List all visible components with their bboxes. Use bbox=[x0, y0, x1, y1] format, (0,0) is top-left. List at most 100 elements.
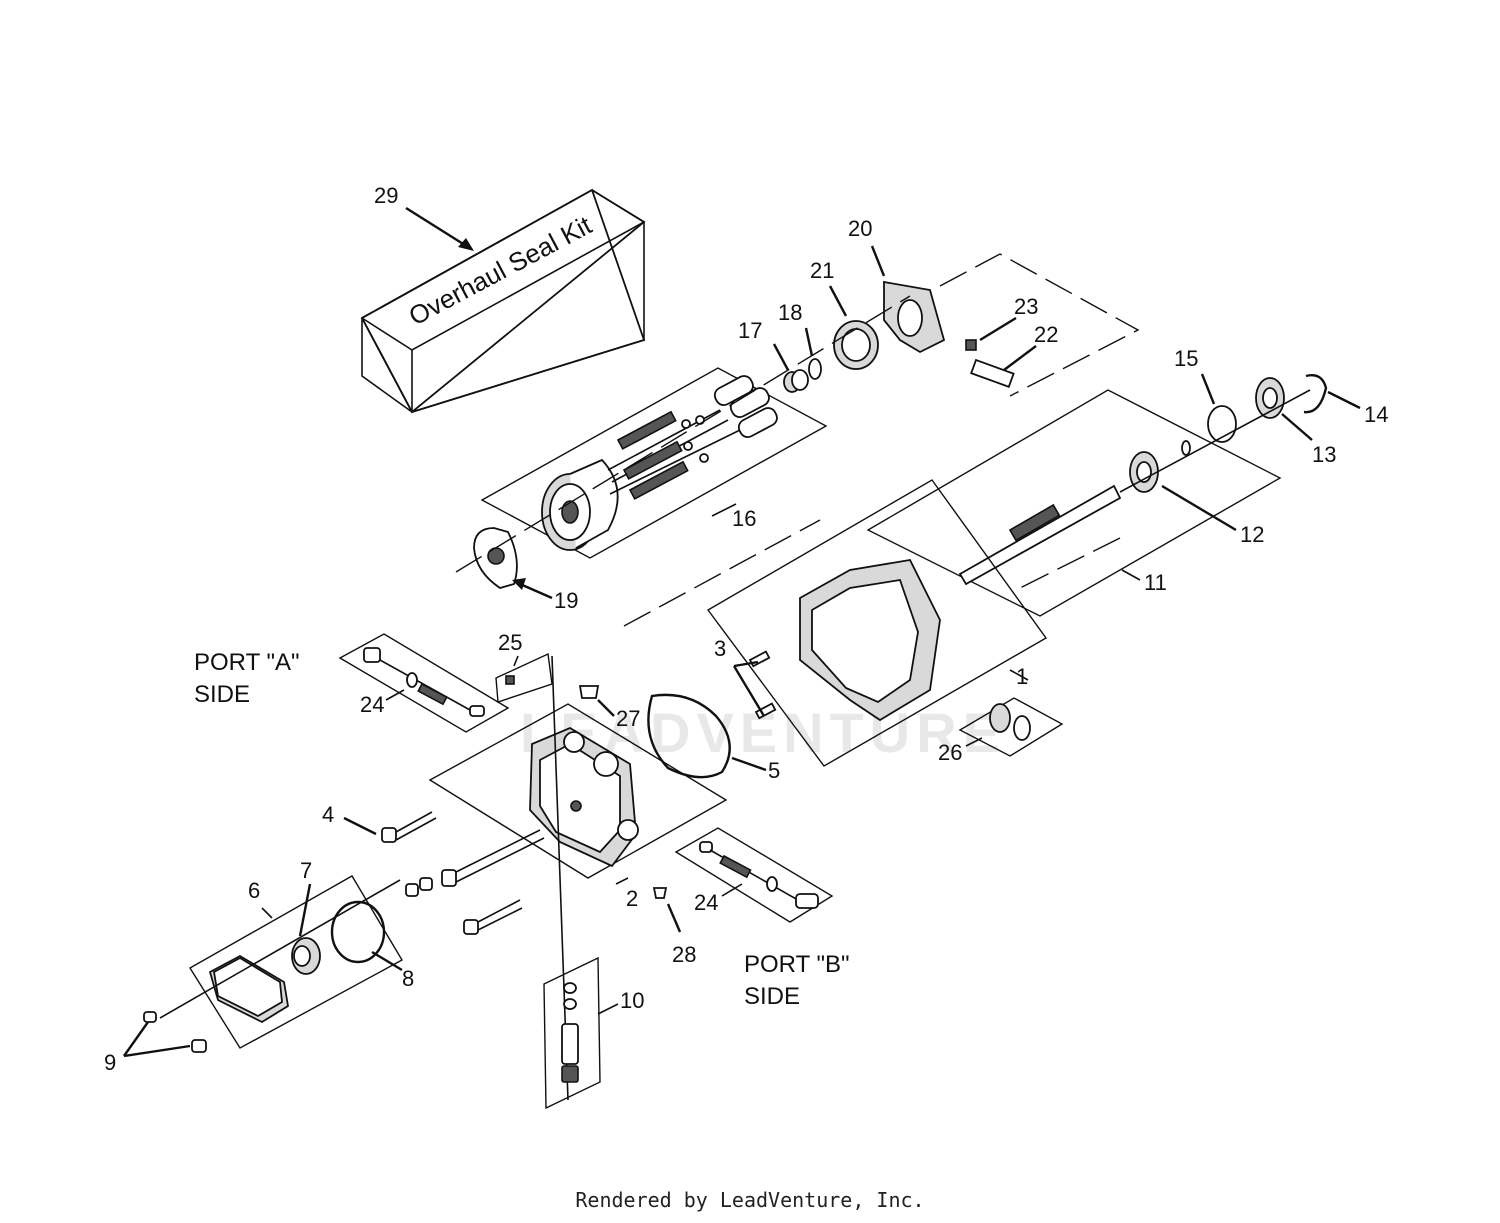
callout-20: 20 bbox=[848, 216, 872, 241]
housing-1[interactable] bbox=[799, 559, 941, 722]
leader-16 bbox=[711, 503, 737, 517]
callout-13: 13 bbox=[1312, 442, 1336, 467]
callout-6: 6 bbox=[248, 878, 260, 903]
screws-9[interactable] bbox=[143, 1011, 207, 1053]
arrow-15 bbox=[1200, 373, 1216, 405]
group-box-10 bbox=[543, 956, 601, 1110]
seal-kit-box[interactable]: Overhaul Seal Kit bbox=[360, 188, 646, 414]
dash-line-b bbox=[623, 519, 821, 627]
plug-25[interactable] bbox=[505, 675, 515, 685]
callout-17: 17 bbox=[738, 318, 762, 343]
charge-pump-7[interactable] bbox=[291, 937, 321, 975]
group-box-24a bbox=[338, 633, 510, 733]
thrust-plate[interactable] bbox=[473, 527, 518, 589]
arrow-7 bbox=[298, 883, 312, 937]
leader-10 bbox=[597, 1003, 619, 1015]
callout-15: 15 bbox=[1174, 346, 1198, 371]
arrow-5 bbox=[731, 756, 767, 772]
callout-21: 21 bbox=[810, 258, 834, 283]
bolt-long[interactable] bbox=[405, 829, 545, 897]
arrow-21 bbox=[828, 285, 848, 317]
gasket-5[interactable] bbox=[647, 693, 731, 779]
arrow-9a bbox=[123, 1021, 149, 1057]
arrow-8 bbox=[371, 950, 403, 972]
check-valve-24a[interactable] bbox=[363, 647, 485, 717]
arrow-29 bbox=[405, 206, 469, 249]
arrow-13 bbox=[1281, 413, 1313, 441]
callout-16: 16 bbox=[732, 506, 756, 531]
swashplate-20[interactable] bbox=[883, 280, 946, 354]
arrow-3b bbox=[732, 665, 766, 717]
callout-28: 28 bbox=[672, 942, 696, 967]
leader-11 bbox=[1121, 569, 1141, 581]
washer-12b[interactable] bbox=[1181, 440, 1191, 456]
seal-26[interactable] bbox=[989, 703, 1031, 741]
arrow-23 bbox=[979, 316, 1017, 342]
arrow-9b bbox=[123, 1044, 191, 1058]
arrow-19 bbox=[519, 582, 553, 600]
port-a-label-line1: PORT "A" bbox=[194, 649, 300, 676]
group-box-20 bbox=[939, 253, 1140, 397]
leader-24a bbox=[385, 689, 405, 701]
arrow-27 bbox=[597, 699, 615, 717]
washer-18[interactable] bbox=[808, 358, 822, 380]
group-box-25 bbox=[495, 652, 553, 703]
callout-25: 25 bbox=[498, 630, 522, 655]
callout-29: 29 bbox=[374, 183, 398, 208]
input-shaft[interactable] bbox=[958, 484, 1122, 586]
plug-28[interactable] bbox=[652, 887, 668, 899]
o-ring-8[interactable] bbox=[330, 900, 386, 964]
plug-27[interactable] bbox=[578, 685, 600, 699]
bypass-valve-10[interactable] bbox=[561, 982, 579, 1083]
dash-line-a bbox=[455, 295, 911, 573]
arrow-20 bbox=[870, 245, 886, 277]
check-valve-24b[interactable] bbox=[699, 841, 819, 909]
bearing-12[interactable] bbox=[1129, 451, 1159, 493]
trunnion-22[interactable] bbox=[970, 358, 1015, 388]
retaining-ring-14[interactable] bbox=[1303, 374, 1328, 414]
bearing-21[interactable] bbox=[833, 320, 879, 370]
callout-7: 7 bbox=[300, 858, 312, 883]
arrow-17 bbox=[772, 343, 790, 371]
piston-set[interactable] bbox=[607, 373, 780, 500]
cylinder-block[interactable] bbox=[541, 458, 619, 551]
arrow-14 bbox=[1327, 390, 1361, 410]
callout-24-b: 24 bbox=[694, 890, 718, 915]
spring-17[interactable] bbox=[783, 369, 809, 393]
leader-6 bbox=[261, 907, 273, 919]
callout-27: 27 bbox=[616, 706, 640, 731]
arrowhead-19 bbox=[512, 578, 526, 590]
arrow-22 bbox=[1003, 345, 1037, 371]
callout-12: 12 bbox=[1240, 522, 1264, 547]
callout-19: 19 bbox=[554, 588, 578, 613]
callout-24-a: 24 bbox=[360, 692, 384, 717]
port-b-label-line1: PORT "B" bbox=[744, 951, 850, 978]
group-box-2 bbox=[428, 703, 728, 879]
callout-9: 9 bbox=[104, 1050, 116, 1075]
port-b-label-line2: SIDE bbox=[744, 983, 800, 1010]
callout-26: 26 bbox=[938, 740, 962, 765]
bolt-lower[interactable] bbox=[463, 899, 523, 935]
port-a-label-line2: SIDE bbox=[194, 681, 250, 708]
bolt-4[interactable] bbox=[381, 811, 437, 843]
dash-line-c bbox=[1015, 537, 1121, 591]
callout-3: 3 bbox=[714, 636, 726, 661]
group-box-1 bbox=[706, 479, 1048, 767]
arrow-12 bbox=[1161, 484, 1237, 532]
key-23[interactable] bbox=[965, 339, 977, 351]
leader-26 bbox=[965, 737, 983, 747]
group-box-6 bbox=[189, 875, 403, 1049]
callout-18: 18 bbox=[778, 300, 802, 325]
callout-5: 5 bbox=[768, 758, 780, 783]
arrow-4 bbox=[343, 816, 377, 836]
arrow-3a bbox=[733, 660, 759, 668]
callout-11: 11 bbox=[1144, 570, 1167, 595]
end-cover-6[interactable] bbox=[208, 954, 289, 1024]
leader-25 bbox=[513, 655, 519, 667]
callout-23: 23 bbox=[1014, 294, 1038, 319]
arrowhead-29 bbox=[458, 238, 474, 251]
leader-24b bbox=[721, 883, 743, 897]
callout-14: 14 bbox=[1364, 402, 1388, 427]
footer-credit: Rendered by LeadVenture, Inc. bbox=[575, 1188, 925, 1212]
